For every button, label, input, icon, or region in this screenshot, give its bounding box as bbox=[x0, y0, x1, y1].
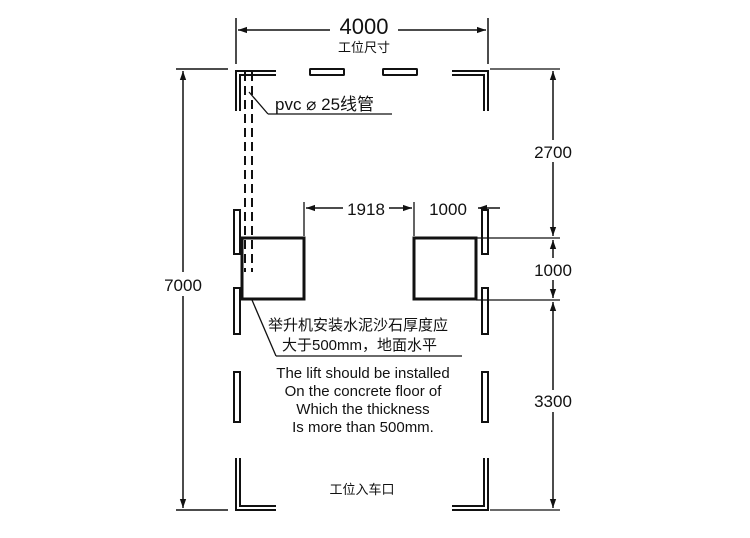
width-dimension-label: 4000 bbox=[340, 14, 389, 39]
dimension-2700-label: 2700 bbox=[534, 143, 572, 162]
pvc-conduit: pvc ⌀ 25线管 bbox=[244, 72, 392, 272]
length-dimension-label: 7000 bbox=[164, 276, 202, 295]
note-en-line-3: Which the thickness bbox=[296, 401, 429, 418]
note-cn-line-1: 举升机安装水泥沙石厚度应 bbox=[268, 316, 448, 334]
left-lift-post bbox=[240, 236, 306, 301]
bay-outline bbox=[233, 68, 489, 511]
note-cn-line-2: 大于500mm，地面水平 bbox=[282, 337, 437, 354]
installation-note: 举升机安装水泥沙石厚度应 大于500mm，地面水平 The lift shoul… bbox=[251, 299, 462, 436]
note-en-line-4: Is more than 500mm. bbox=[292, 419, 434, 436]
post-dimensions: 1918 1000 bbox=[303, 200, 500, 236]
right-lift-post bbox=[412, 236, 478, 301]
station-size-caption: 工位尺寸 bbox=[338, 40, 390, 55]
dimension-3300-label: 3300 bbox=[534, 392, 572, 411]
right-dimensions: 2700 1000 3300 bbox=[476, 68, 578, 511]
pvc-conduit-label: pvc ⌀ 25线管 bbox=[275, 95, 374, 114]
note-en-line-1: The lift should be installed bbox=[276, 365, 449, 382]
post-gap-dimension-label: 1918 bbox=[347, 200, 385, 219]
entrance-label: 工位入车口 bbox=[329, 482, 394, 497]
lift-posts bbox=[240, 236, 478, 301]
note-en-line-2: On the concrete floor of bbox=[285, 383, 443, 400]
top-dimension: 4000 工位尺寸 bbox=[235, 14, 489, 64]
post-width-dimension-label: 1000 bbox=[429, 200, 467, 219]
dimension-1000-vertical-label: 1000 bbox=[534, 261, 572, 280]
left-dimension: 7000 bbox=[156, 68, 228, 511]
